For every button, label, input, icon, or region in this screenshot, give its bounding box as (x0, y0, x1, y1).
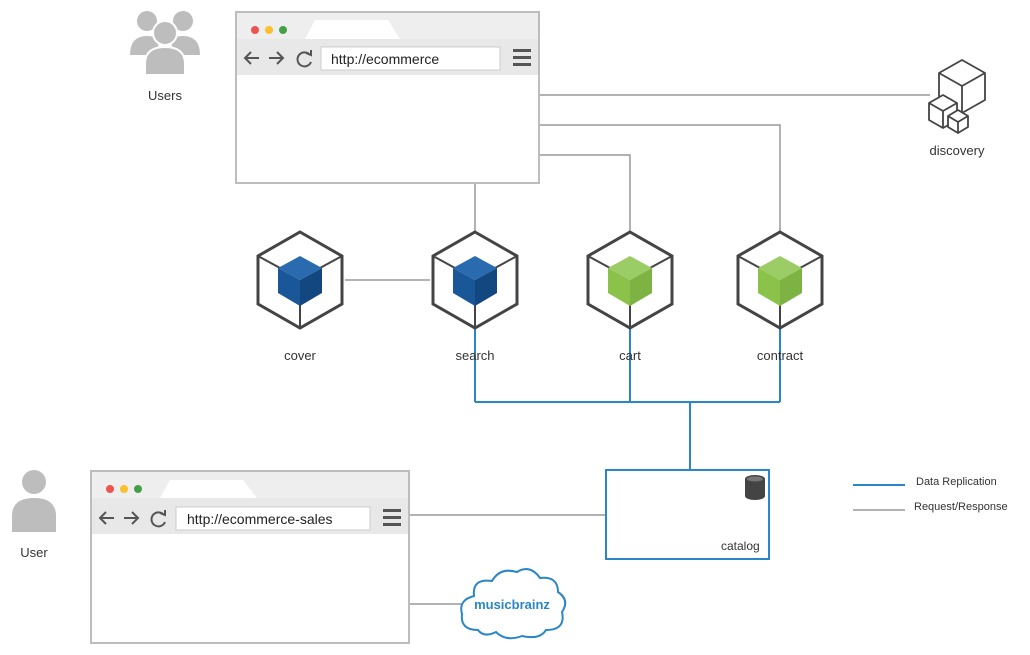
users-group-icon (130, 11, 200, 76)
contract-label: contract (756, 348, 804, 363)
line-browser-contract (540, 124, 781, 232)
cart-service-icon[interactable] (586, 230, 674, 330)
maximize-dot-icon[interactable] (279, 26, 287, 34)
sales-close-dot-icon[interactable] (106, 485, 114, 493)
database-icon (745, 475, 765, 500)
search-label: search (455, 348, 495, 363)
discovery-label: discovery (929, 143, 985, 158)
cart-label: cart (619, 348, 641, 363)
musicbrainz-label: musicbrainz (474, 597, 550, 612)
catalog-box[interactable] (605, 469, 770, 560)
reload-icon[interactable] (296, 50, 312, 68)
sales-browser-window (90, 470, 410, 644)
sales-address-bar[interactable] (175, 506, 371, 531)
discovery-cubes-icon[interactable] (928, 59, 986, 134)
main-browser-window (235, 11, 540, 184)
sales-maximize-dot-icon[interactable] (134, 485, 142, 493)
back-arrow-icon[interactable] (243, 51, 259, 65)
cover-service-icon[interactable] (256, 230, 344, 330)
request-response-lines (345, 94, 930, 605)
contract-service-icon[interactable] (736, 230, 824, 330)
line-browser-cart (540, 154, 631, 232)
forward-arrow-icon[interactable] (269, 51, 285, 65)
minimize-dot-icon[interactable] (265, 26, 273, 34)
users-label: Users (148, 88, 182, 103)
sales-forward-arrow-icon[interactable] (124, 511, 140, 525)
sales-reload-icon[interactable] (150, 510, 166, 528)
main-address-bar[interactable] (320, 46, 501, 71)
sales-url-text[interactable]: http://ecommerce-sales (187, 511, 333, 527)
main-url-text[interactable]: http://ecommerce (331, 51, 440, 67)
search-service-icon[interactable] (431, 230, 519, 330)
sales-minimize-dot-icon[interactable] (120, 485, 128, 493)
close-dot-icon[interactable] (251, 26, 259, 34)
legend-request-response: Request/Response (914, 501, 1008, 513)
menu-icon[interactable] (513, 49, 531, 66)
user-icon (12, 470, 56, 532)
user-label: User (20, 545, 48, 560)
sales-back-arrow-icon[interactable] (98, 511, 114, 525)
cover-label: cover (284, 348, 316, 363)
cloud-icon[interactable] (460, 568, 567, 640)
sales-menu-icon[interactable] (383, 509, 401, 526)
legend-data-replication: Data Replication (916, 476, 997, 488)
catalog-label: catalog (721, 539, 760, 553)
